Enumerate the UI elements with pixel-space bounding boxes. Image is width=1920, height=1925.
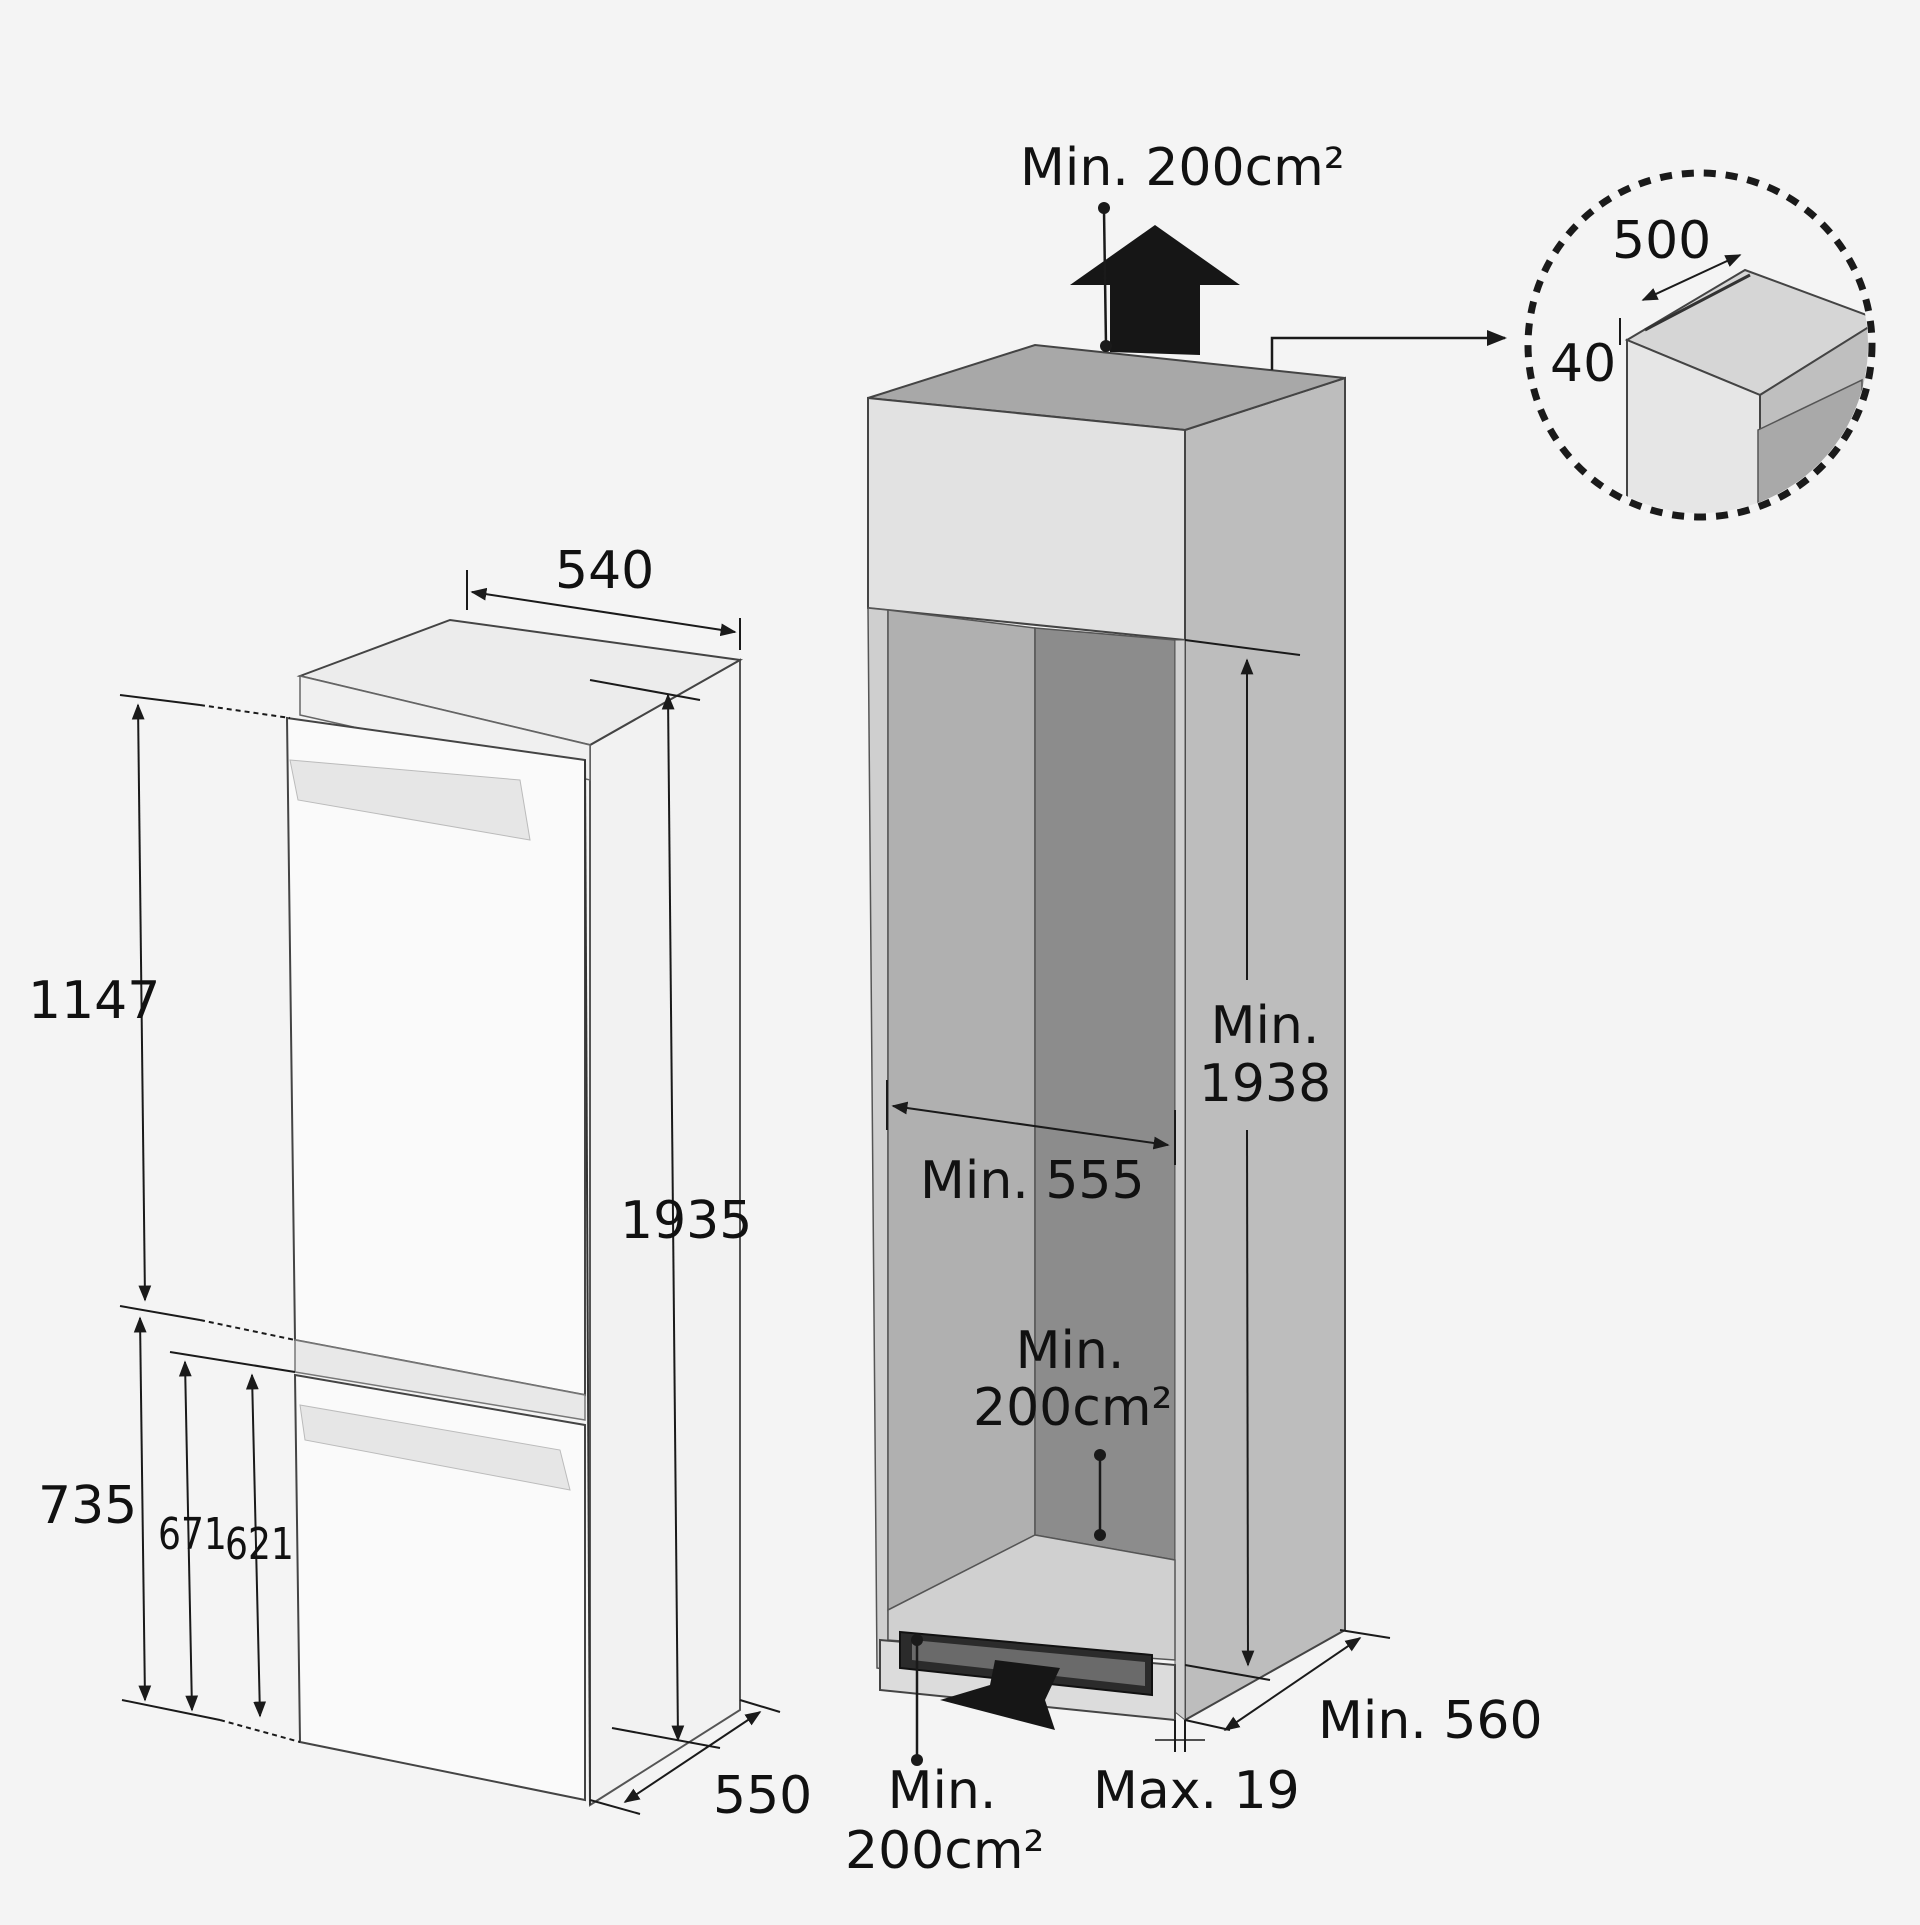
right-arrow-icon (940, 1660, 1060, 1730)
label-rear-vent-value: 200cm² (973, 1378, 1173, 1438)
label-min-1938-prefix: Min. (1210, 996, 1320, 1056)
label-bottom-vent-value: 200cm² (845, 1821, 1045, 1881)
dim-550 (589, 1699, 781, 1815)
label-min-560: Min. 560 (1318, 1691, 1543, 1751)
cabinet (867, 343, 1346, 1722)
vent-leaders (911, 202, 1112, 1766)
detail-pointer (1270, 330, 1507, 370)
up-arrow-icon (1070, 225, 1240, 355)
label-height-671: 671 (158, 1509, 227, 1560)
label-width-540: 540 (555, 541, 655, 601)
label-top-vent: Min. 200cm² (1020, 138, 1345, 198)
label-detail-40: 40 (1550, 334, 1617, 394)
label-max-19: Max. 19 (1093, 1761, 1300, 1821)
label-bottom-vent-prefix: Min. (887, 1761, 997, 1821)
dim-560 (1184, 1629, 1391, 1731)
label-height-1935: 1935 (620, 1191, 753, 1251)
label-height-621: 621 (225, 1519, 294, 1570)
label-depth-550: 550 (713, 1766, 813, 1826)
label-height-1147: 1147 (28, 971, 161, 1031)
label-detail-500: 500 (1612, 211, 1712, 271)
dim-1147 (119, 694, 296, 1341)
label-min-1938-value: 1938 (1198, 1054, 1332, 1114)
dim-lower (121, 1316, 301, 1743)
dim-19 (1155, 1720, 1205, 1752)
label-min-555: Min. 555 (920, 1151, 1145, 1211)
dim-555 (886, 1080, 1176, 1165)
refrigerator (285, 618, 744, 1807)
label-height-735: 735 (38, 1476, 138, 1536)
dim-540 (466, 570, 741, 650)
label-rear-vent-prefix: Min. (1015, 1321, 1125, 1381)
